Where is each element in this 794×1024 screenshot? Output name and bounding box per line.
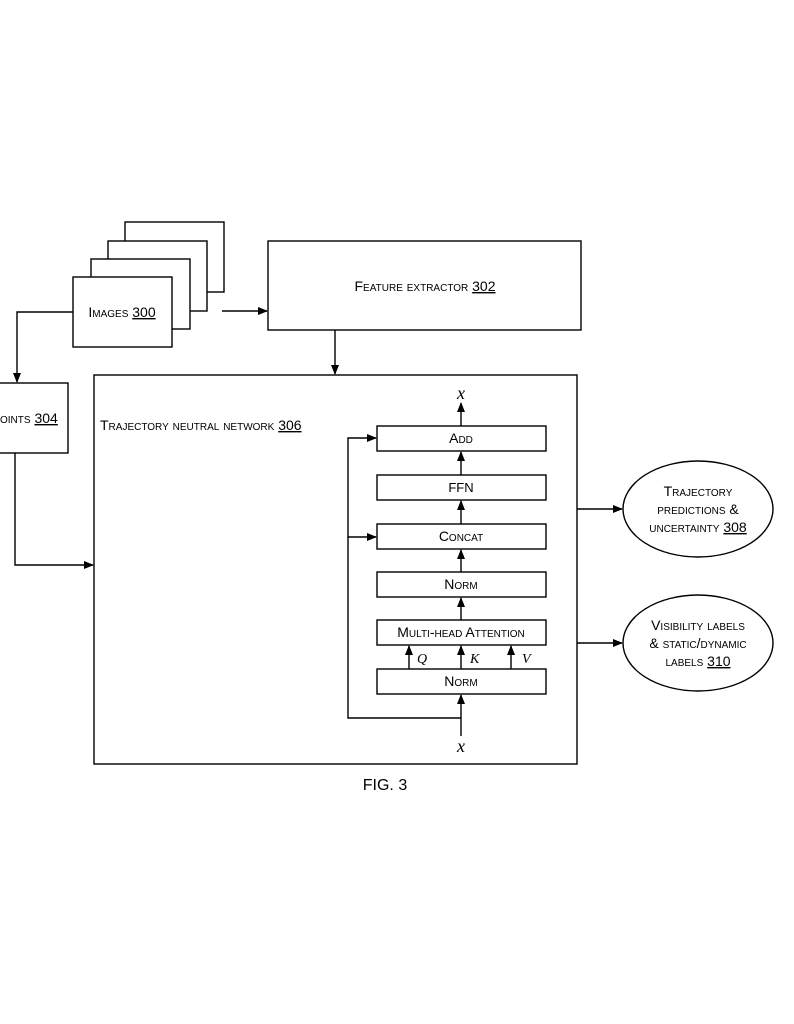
residual-add-arrow <box>347 434 377 537</box>
norm-top-label: Norm <box>444 576 477 592</box>
add-label: Add <box>449 430 473 446</box>
ffn-block <box>376 474 547 501</box>
norm-bottom-block <box>376 668 547 695</box>
figure-label: FIG. 3 <box>363 777 408 794</box>
concat-label: Concat <box>439 528 483 544</box>
trajectory-network-label: Trajectory neutral network 306 <box>100 417 302 433</box>
residual-concat-arrow <box>347 533 461 719</box>
keypoints-to-network-arrow <box>14 453 94 569</box>
visibility-labels-ellipse <box>622 594 774 692</box>
norm-bottom-label: Norm <box>444 673 477 689</box>
k-label: K <box>469 652 480 667</box>
ffn-label: FFN <box>448 480 473 495</box>
visibility-line1: Visibility labels <box>651 617 745 633</box>
image-stack: Images 300 <box>72 221 225 348</box>
input-x-label: x <box>456 736 465 756</box>
visibility-line2: & static/dynamic <box>649 635 746 651</box>
q-label: Q <box>417 652 427 667</box>
concat-block <box>376 523 547 550</box>
output-x-label: x <box>456 383 465 403</box>
v-label: V <box>522 652 532 667</box>
add-block <box>376 425 547 452</box>
images-label: Images 300 <box>88 304 155 320</box>
keypoints-box <box>0 382 69 454</box>
keypoints-label: oints 304 <box>0 410 58 426</box>
feature-extractor-label: Feature extractor 302 <box>355 278 496 294</box>
trajectory-predictions-ellipse <box>622 460 774 558</box>
norm-top-block <box>376 571 547 598</box>
visibility-line3: labels 310 <box>665 653 730 669</box>
feature-extractor-box <box>267 240 582 331</box>
images-box <box>72 276 173 348</box>
attention-label: Multi-head Attention <box>397 624 525 640</box>
trajectory-line2: predictions & <box>657 501 739 517</box>
trajectory-line1: Trajectory <box>664 483 733 499</box>
trajectory-line3: uncertainty 308 <box>649 519 747 535</box>
transformer-block: Add FFN Concat Norm Multi-head Attention… <box>347 383 547 756</box>
images-to-keypoints-arrow <box>13 311 73 383</box>
